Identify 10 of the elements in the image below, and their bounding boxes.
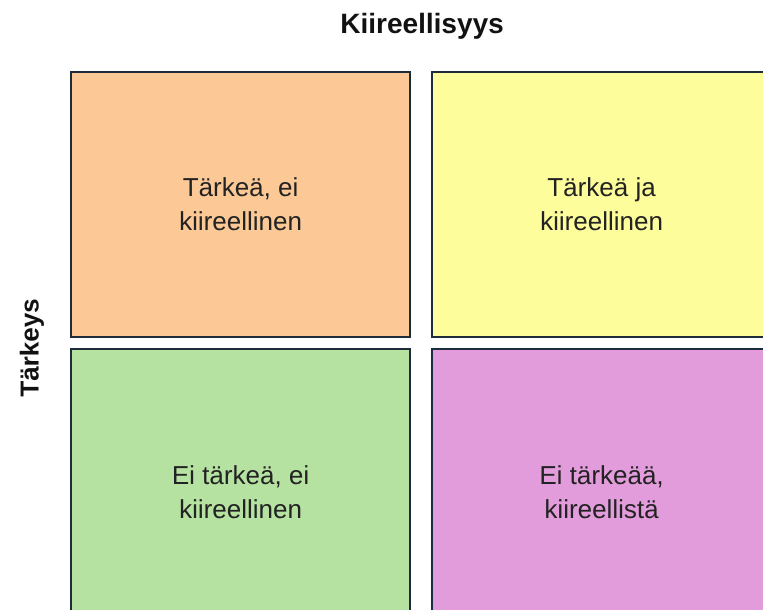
quadrant-box [70, 71, 411, 338]
quadrant-label: Tärkeä ja kiireellinen [539, 170, 664, 238]
quadrant-label: Ei tärkeä, ei kiireellinen [170, 459, 310, 526]
quadrant-box [431, 348, 763, 610]
axis-label: Tärkeys [14, 297, 46, 399]
quadrant-box [431, 71, 763, 338]
quadrant-label: Tärkeä, ei kiireellinen [178, 170, 303, 238]
axis-title: Kiireellisyys [339, 8, 505, 40]
quadrant-label: Ei tärkeää, kiireellistä [538, 459, 665, 526]
quadrant-box [70, 348, 411, 610]
